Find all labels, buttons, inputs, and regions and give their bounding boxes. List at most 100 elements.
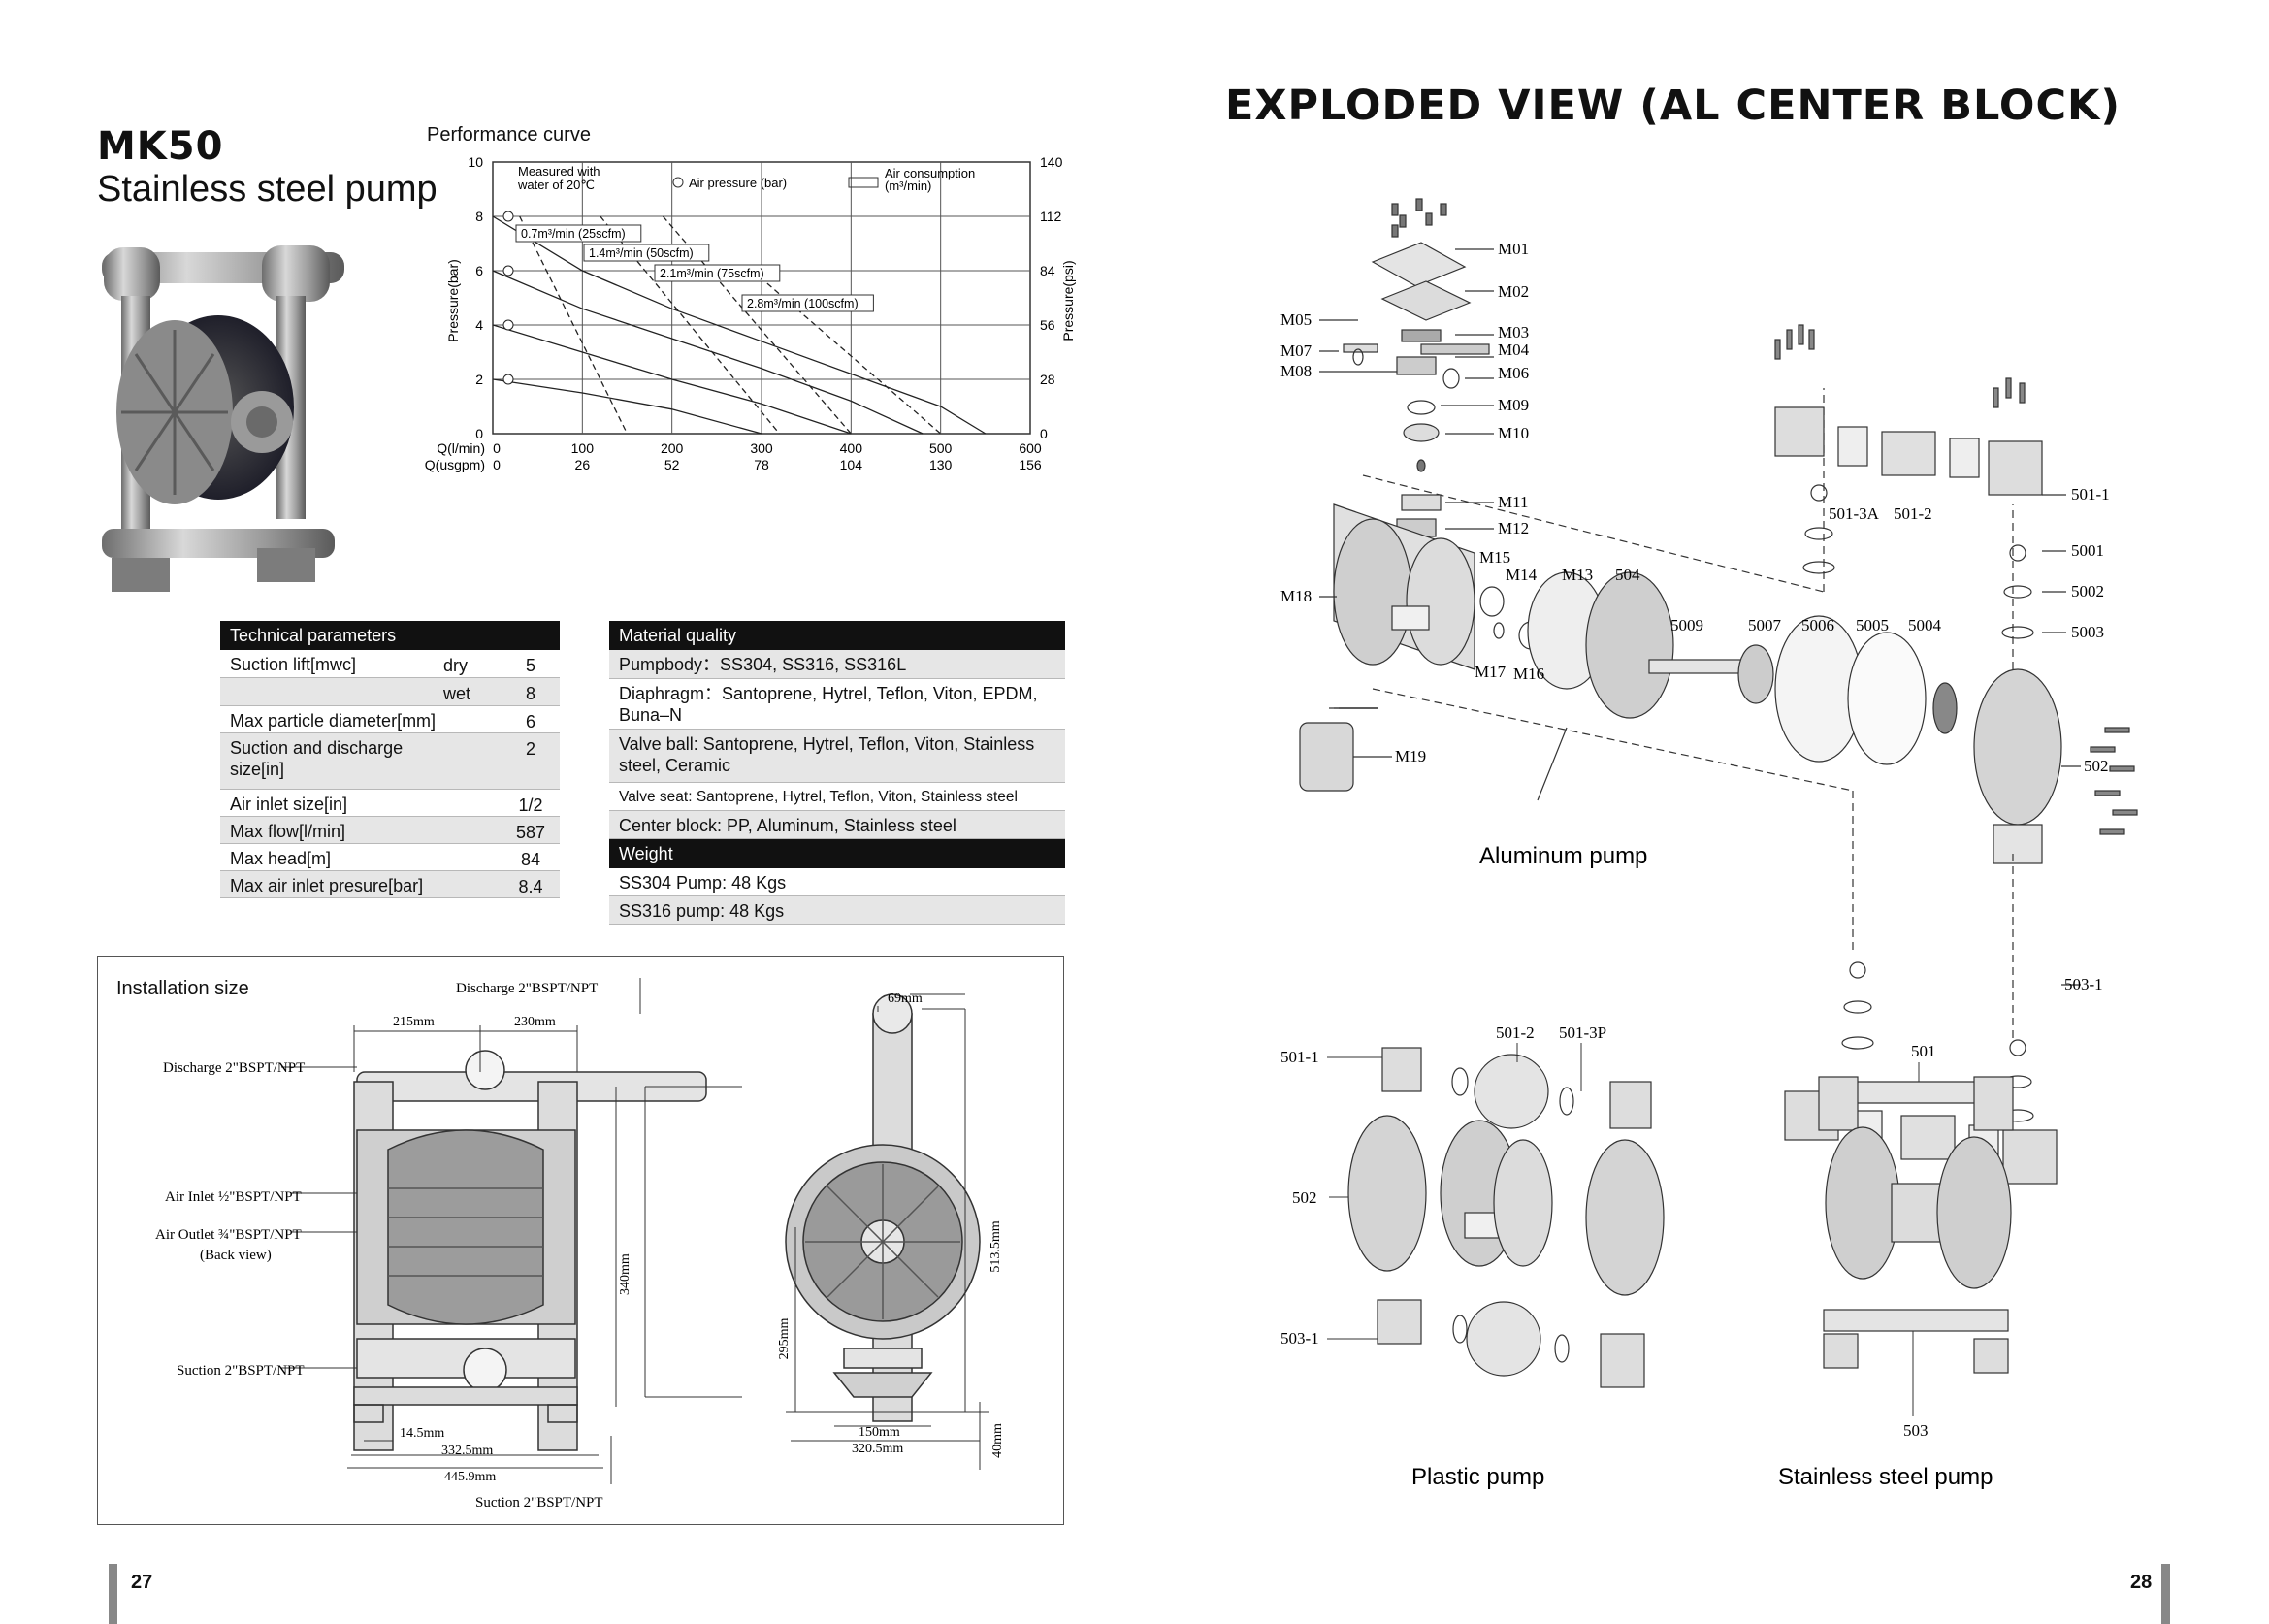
x-row1-label: Q(l/min) xyxy=(437,440,485,456)
x-tick-lpm: 0 xyxy=(493,440,501,456)
legend-circle-marker xyxy=(672,177,684,188)
row-sub: dry xyxy=(443,656,469,675)
technical-table: Technical parameters Suction lift[mwc]dr… xyxy=(220,621,560,898)
part-501-2: 501-2 xyxy=(1894,504,1932,523)
legend-air-consumption-1: Air consumption xyxy=(885,166,975,180)
plastic-part-501-3P: 501-3P xyxy=(1559,1023,1606,1042)
material-header: Material quality xyxy=(609,621,1065,650)
part-5002: 5002 xyxy=(2071,582,2104,601)
ss-part-501: 501 xyxy=(1911,1042,1936,1060)
y-tick-bar: 2 xyxy=(475,372,483,387)
page-number-right: 28 xyxy=(2130,1572,2153,1593)
row-value: 5 xyxy=(525,656,535,675)
part-5006: 5006 xyxy=(1801,616,1834,634)
y-tick-bar: 10 xyxy=(468,154,483,170)
part-5009: 5009 xyxy=(1670,616,1703,634)
pump-subtitle: Stainless steel pump xyxy=(97,169,438,210)
caption-stainless-pump: Stainless steel pump xyxy=(1778,1464,1993,1490)
part-501-1: 501-1 xyxy=(2071,485,2110,503)
curve-label: 2.1m³/min (75scfm) xyxy=(660,267,764,280)
part-M12: M12 xyxy=(1498,519,1529,537)
legend-rect-marker xyxy=(848,177,879,188)
page-number-left: 27 xyxy=(131,1572,153,1593)
curve-label-box xyxy=(583,244,710,262)
part-5001: 5001 xyxy=(2071,541,2104,560)
series-consumption-4 xyxy=(519,215,629,435)
table-row: Suction and discharge size[in] 2 xyxy=(220,733,560,790)
part-5004: 5004 xyxy=(1908,616,1942,634)
table-row: Max particle diameter[mm]6 xyxy=(220,706,560,733)
part-M06: M06 xyxy=(1498,364,1529,382)
label-back-view: (Back view) xyxy=(200,1248,272,1263)
series-pressure-3 xyxy=(492,378,762,435)
dim-40: 40mm xyxy=(990,1423,1005,1458)
row-value: 8 xyxy=(525,684,535,703)
pressure-marker xyxy=(502,211,514,222)
part-M01: M01 xyxy=(1498,240,1529,258)
curve-label-box xyxy=(515,224,642,243)
x-tick-usgpm: 52 xyxy=(664,457,680,472)
dim-215: 215mm xyxy=(393,1015,435,1029)
y-tick-psi: 84 xyxy=(1040,263,1055,278)
y-tick-psi: 28 xyxy=(1040,372,1055,387)
x-tick-usgpm: 156 xyxy=(1019,457,1042,472)
label-discharge-left: Discharge 2"BSPT/NPT xyxy=(163,1060,305,1076)
label-suction-left: Suction 2"BSPT/NPT xyxy=(177,1363,305,1379)
series-pressure-2 xyxy=(492,324,852,435)
installation-title: Installation size xyxy=(116,978,249,999)
dim-320: 320.5mm xyxy=(852,1442,903,1456)
label-discharge-top: Discharge 2"BSPT/NPT xyxy=(456,981,598,996)
material-table: Material quality Pumpbody：SS304, SS316, … xyxy=(609,621,1065,925)
x-tick-usgpm: 26 xyxy=(575,457,591,472)
pump-photo xyxy=(102,245,344,592)
part-M04: M04 xyxy=(1498,341,1530,359)
model-name: MK50 xyxy=(97,124,224,169)
material-center-block: Center block: PP, Aluminum, Stainless st… xyxy=(619,816,956,835)
row-value: 1/2 xyxy=(518,796,543,815)
part-M14: M14 xyxy=(1506,566,1538,584)
row-label: Air inlet size[in] xyxy=(230,795,348,814)
y-tick-psi: 140 xyxy=(1040,154,1063,170)
part-M11: M11 xyxy=(1498,493,1529,511)
legend-measured-2: water of 20℃ xyxy=(517,178,595,192)
plastic-part-502: 502 xyxy=(1292,1188,1317,1207)
row-value: 2 xyxy=(525,739,535,759)
curve-label: 0.7m³/min (25scfm) xyxy=(521,227,626,241)
table-row: Max air inlet presure[bar]8.4 xyxy=(220,871,560,898)
part-M15: M15 xyxy=(1479,548,1510,567)
part-M17: M17 xyxy=(1475,663,1507,681)
curve-label: 2.8m³/min (100scfm) xyxy=(747,297,859,310)
table-row: Max flow[l/min]587 xyxy=(220,817,560,844)
table-row: Valve seat: Santoprene, Hytrel, Teflon, … xyxy=(609,783,1065,811)
dim-332: 332.5mm xyxy=(441,1444,493,1458)
part-M03: M03 xyxy=(1498,323,1529,341)
part-M07: M07 xyxy=(1280,341,1313,360)
part-M19: M19 xyxy=(1395,747,1426,765)
x-tick-usgpm: 0 xyxy=(493,457,501,472)
part-502: 502 xyxy=(2084,757,2109,775)
technical-header: Technical parameters xyxy=(220,621,560,650)
label-air-inlet: Air Inlet ½"BSPT/NPT xyxy=(165,1189,302,1205)
material-diaphragm: Diaphragm：Santoprene, Hytrel, Teflon, Vi… xyxy=(619,684,1038,725)
pressure-marker xyxy=(502,319,514,331)
installation-drawing: Discharge 2"BSPT/NPT 215mm 230mm Dischar… xyxy=(155,978,1005,1510)
part-501-3A: 501-3A xyxy=(1829,504,1880,523)
part-5007: 5007 xyxy=(1748,616,1782,634)
table-row: SS316 pump: 48 Kgs xyxy=(609,896,1065,925)
dim-69: 69mm xyxy=(888,991,923,1006)
dim-445: 445.9mm xyxy=(444,1470,496,1484)
exploded-view-drawing: M01 M02 M03 M04 M05 M06 M07 M08 M09 M10 … xyxy=(1280,198,2138,1490)
part-M10: M10 xyxy=(1498,424,1529,442)
x-tick-usgpm: 130 xyxy=(929,457,953,472)
series-pressure-1 xyxy=(492,270,924,435)
installation-box xyxy=(97,956,1064,1525)
material-pumpbody: Pumpbody：SS304, SS316, SS316L xyxy=(619,655,907,674)
part-M13: M13 xyxy=(1562,566,1593,584)
x-tick-lpm: 600 xyxy=(1019,440,1042,456)
y-tick-psi: 0 xyxy=(1040,426,1048,441)
part-M02: M02 xyxy=(1498,282,1529,301)
row-label: Suction and discharge size[in] xyxy=(230,738,404,779)
row-value: 8.4 xyxy=(518,877,543,896)
pressure-marker xyxy=(502,265,514,276)
legend-air-pressure: Air pressure (bar) xyxy=(689,176,787,190)
